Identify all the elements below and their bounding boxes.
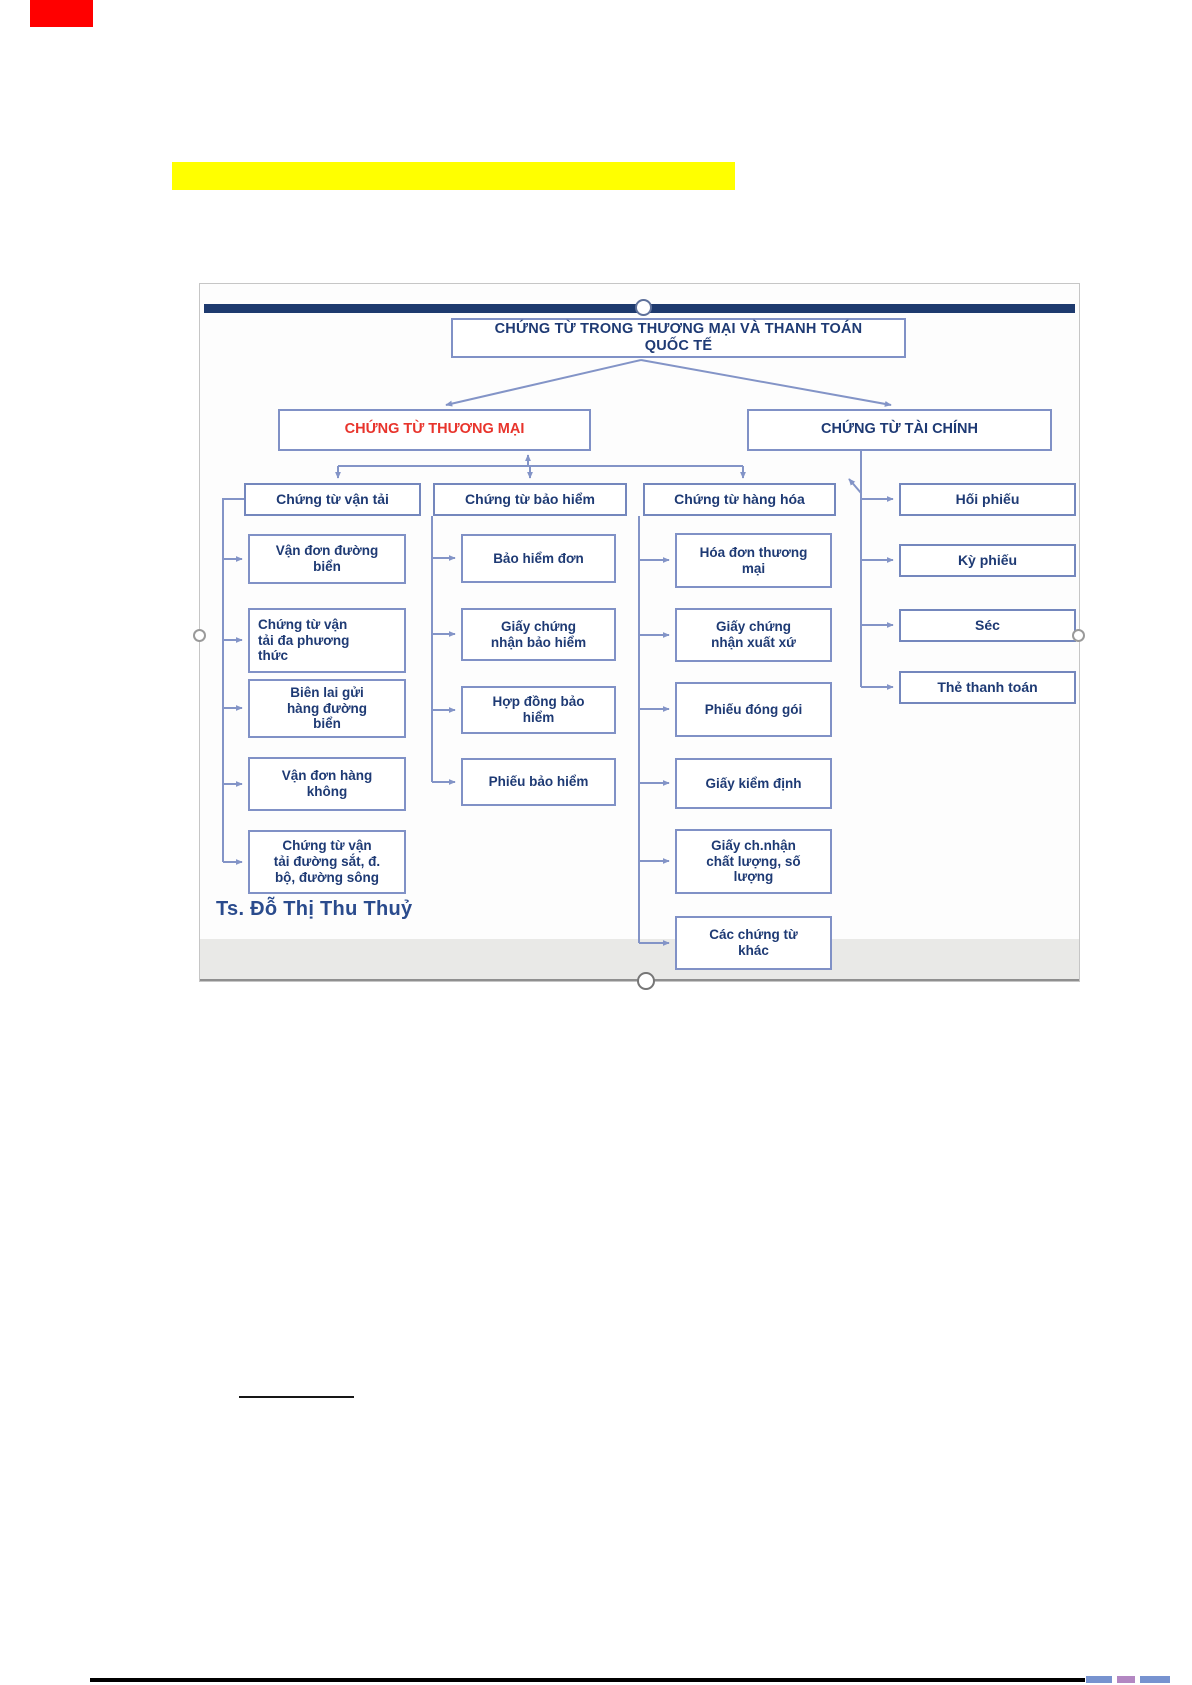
slide-canvas: CHỨNG TỪ TRONG THƯƠNG MẠI VÀ THANH TOÁN … xyxy=(193,283,1085,990)
node-insurance-header: Chứng từ bảo hiểm xyxy=(433,483,627,516)
node-other-documents: Các chứng từ khác xyxy=(675,916,832,970)
node-commercial-invoice: Hóa đơn thương mại xyxy=(675,533,832,588)
node-rail-road-river-doc: Chứng từ vận tải đường sắt, đ. bộ, đường… xyxy=(248,830,406,894)
red-marker-artifact xyxy=(30,0,93,27)
yellow-highlight-bar xyxy=(172,162,735,190)
footer-text-fragment xyxy=(1086,1676,1190,1684)
node-certificate-of-origin: Giấy chứng nhận xuất xứ xyxy=(675,608,832,662)
node-bill-of-exchange: Hối phiếu xyxy=(899,483,1076,516)
node-insurance-contract: Hợp đồng bảo hiểm xyxy=(461,686,616,734)
node-insurance-slip: Phiếu bảo hiểm xyxy=(461,758,616,806)
connector-lines xyxy=(222,359,894,946)
slide-handle-right xyxy=(1072,629,1085,642)
node-quality-quantity-certificate: Giấy ch.nhận chất lượng, số lượng xyxy=(675,829,832,894)
node-commercial-documents: CHỨNG TỪ THƯƠNG MẠI xyxy=(278,409,591,451)
node-financial-documents: CHỨNG TỪ TÀI CHÍNH xyxy=(747,409,1052,451)
node-payment-card: Thẻ thanh toán xyxy=(899,671,1076,704)
node-inspection-certificate: Giấy kiểm định xyxy=(675,758,832,809)
node-promissory-note: Kỳ phiếu xyxy=(899,544,1076,577)
slide-handle-top xyxy=(635,299,652,316)
slide-bottom-band xyxy=(200,939,1079,979)
short-underline-artifact xyxy=(239,1396,354,1398)
slide-handle-bottom xyxy=(637,972,655,990)
node-insurance-policy: Bảo hiểm đơn xyxy=(461,534,616,583)
node-sea-receipt: Biên lai gửi hàng đường biển xyxy=(248,679,406,738)
node-title: CHỨNG TỪ TRONG THƯƠNG MẠI VÀ THANH TOÁN … xyxy=(451,318,906,358)
node-multimodal-doc: Chứng từ vận tải đa phương thức xyxy=(248,608,406,673)
author-name: Ts. Đỗ Thị Thu Thuỷ xyxy=(216,898,413,920)
node-insurance-certificate: Giấy chứng nhận bảo hiểm xyxy=(461,608,616,661)
node-air-waybill: Vận đơn hàng không xyxy=(248,757,406,811)
node-transport-header: Chứng từ vận tải xyxy=(244,483,421,516)
node-ocean-bill: Vận đơn đường biển xyxy=(248,534,406,584)
node-goods-header: Chứng từ hàng hóa xyxy=(643,483,836,516)
node-cheque: Séc xyxy=(899,609,1076,642)
page-bottom-rule xyxy=(90,1678,1085,1682)
node-packing-list: Phiếu đóng gói xyxy=(675,682,832,737)
slide-handle-left xyxy=(193,629,206,642)
